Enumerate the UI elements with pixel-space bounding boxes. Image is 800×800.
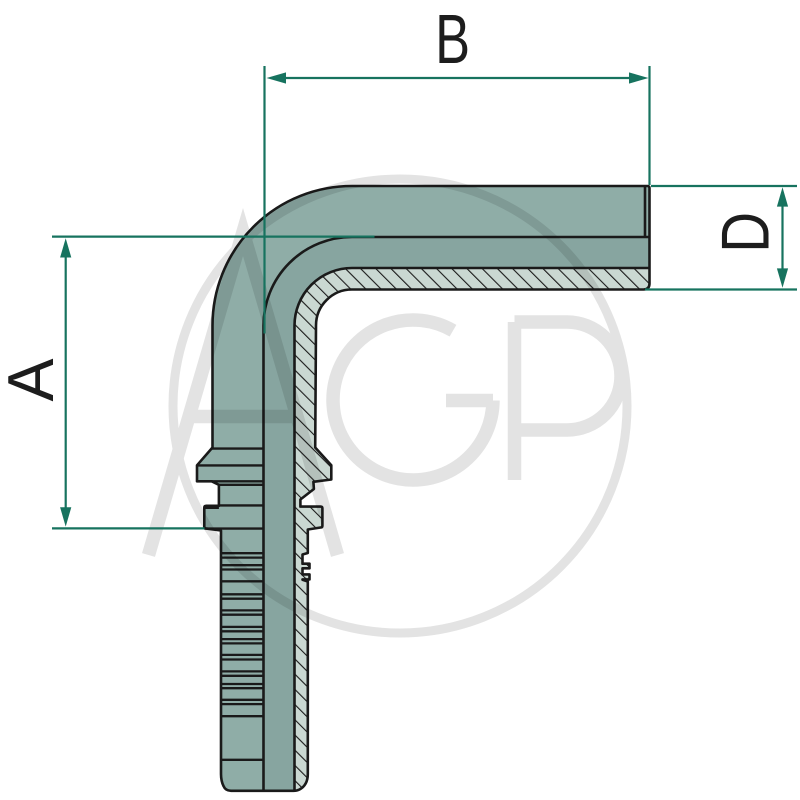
dim-b-arrow-left: [266, 72, 286, 84]
watermark-circle: [168, 174, 632, 638]
dim-b-arrow-right: [629, 72, 649, 84]
label-a: A: [0, 358, 67, 401]
watermark-letter-a: [142, 207, 344, 557]
dim-d-arrow-bottom: [776, 268, 789, 288]
watermark: [142, 174, 632, 638]
label-b: B: [435, 1, 470, 79]
dimensions: [52, 66, 797, 530]
dimension-b: [263, 66, 651, 334]
dimension-labels: B A D: [0, 1, 784, 402]
dim-d-arrow-top: [776, 187, 789, 207]
dimension-a: [52, 235, 375, 530]
dimension-d: [645, 184, 797, 291]
label-d: D: [707, 212, 783, 253]
watermark-letter-g: [326, 313, 500, 487]
dim-a-arrow-bottom: [60, 507, 72, 527]
dim-a-arrow-top: [60, 238, 72, 258]
watermark-letter-p: [507, 315, 628, 480]
fitting-bore: [263, 237, 649, 791]
